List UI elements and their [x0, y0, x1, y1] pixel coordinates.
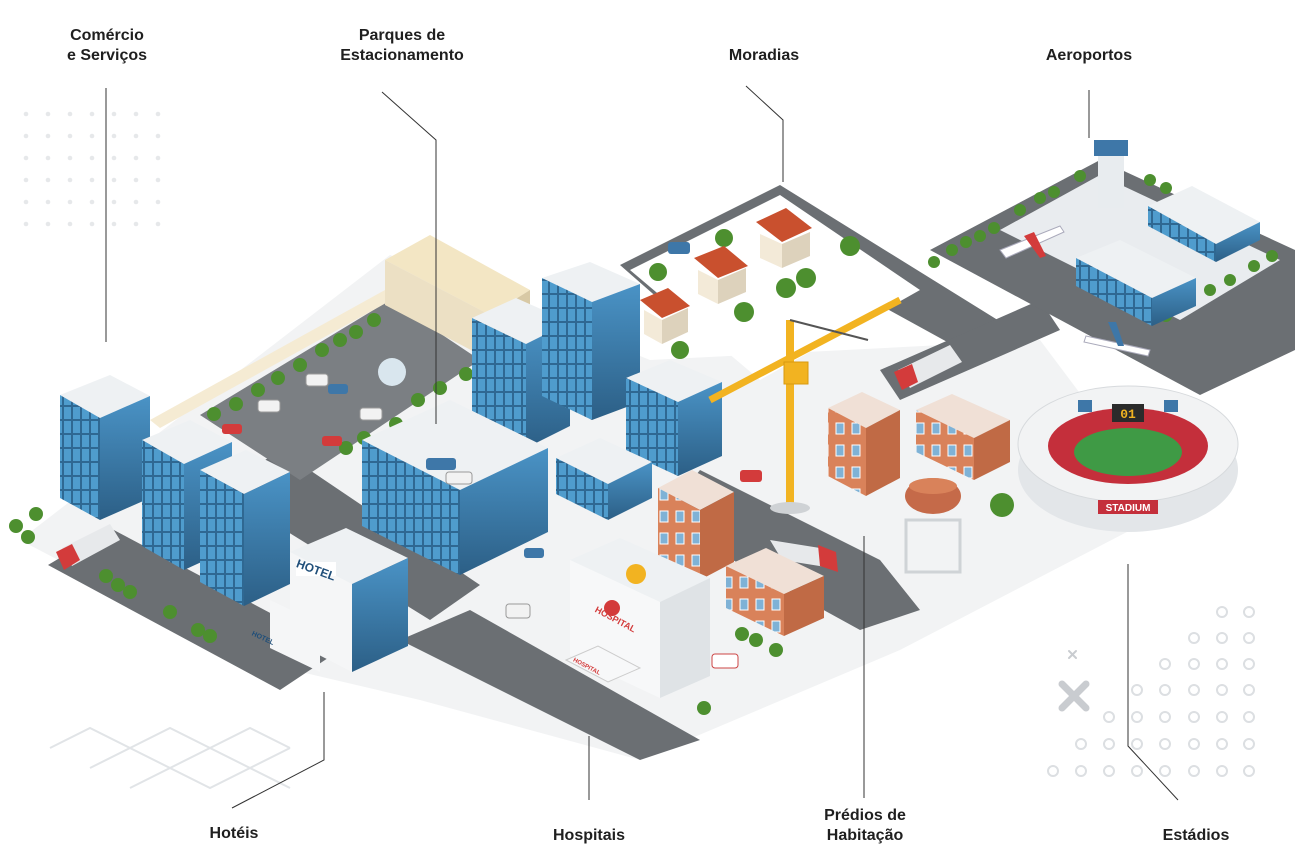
- brick-building-2: [916, 394, 1010, 480]
- label-line: Habitação: [826, 827, 904, 844]
- brick-building-4: [726, 548, 824, 636]
- label-line: Estacionamento: [340, 47, 464, 64]
- label-line: Aeroportos: [1045, 47, 1133, 64]
- tower-crane: [708, 296, 902, 514]
- label-predios-habitacao: Prédios de Habitação: [806, 806, 924, 846]
- label-moradias: Moradias: [704, 46, 824, 66]
- houses: [640, 208, 812, 344]
- label-comercio-servicos: Comércio e Serviços: [52, 26, 162, 66]
- label-hospitais: Hospitais: [536, 826, 642, 846]
- decor-dots-topleft: [14, 96, 164, 241]
- label-estadios: Estádios: [1146, 826, 1246, 846]
- brick-building-3: [658, 470, 734, 580]
- stadium-scoreboard: 01: [1120, 407, 1136, 422]
- label-hoteis: Hotéis: [186, 824, 282, 844]
- hospital-building: HOSPITAL HOSPITAL: [564, 538, 710, 698]
- decor-zigzag: [49, 726, 291, 790]
- label-line: Estádios: [1162, 827, 1230, 844]
- stadium-sign: STADIUM: [1106, 503, 1151, 514]
- water-tower: [904, 478, 962, 574]
- decor-cross-icon: [1058, 650, 1090, 712]
- decor-rings-bottomright: [1047, 606, 1255, 777]
- brick-building-1: [828, 392, 900, 496]
- office-tower-front: [200, 450, 290, 606]
- airplanes: [999, 225, 1151, 357]
- label-line: Hotéis: [209, 825, 259, 842]
- hotel-building: HOTEL HOTEL: [250, 528, 408, 672]
- office-tower-center-b: [542, 262, 640, 420]
- trucks: [56, 345, 962, 572]
- label-line: e Serviços: [66, 47, 148, 64]
- label-line: Parques de: [358, 27, 446, 44]
- cars: [222, 242, 762, 669]
- label-parques-estacionamento: Parques de Estacionamento: [322, 26, 482, 66]
- airport-terminal: [1076, 140, 1260, 326]
- office-tower-center-c: [626, 360, 722, 476]
- parking-garage-building: [362, 400, 548, 575]
- label-line: Prédios de: [824, 807, 906, 824]
- stadium: 01 STADIUM: [1017, 385, 1239, 532]
- label-aeroportos: Aeroportos: [1030, 46, 1148, 66]
- label-line: Comércio: [70, 27, 144, 44]
- leader-lines: [105, 85, 1179, 809]
- label-line: Hospitais: [552, 827, 625, 844]
- office-tower-left: [60, 375, 150, 520]
- label-line: Moradias: [728, 47, 800, 64]
- low-glass-building: [556, 438, 652, 520]
